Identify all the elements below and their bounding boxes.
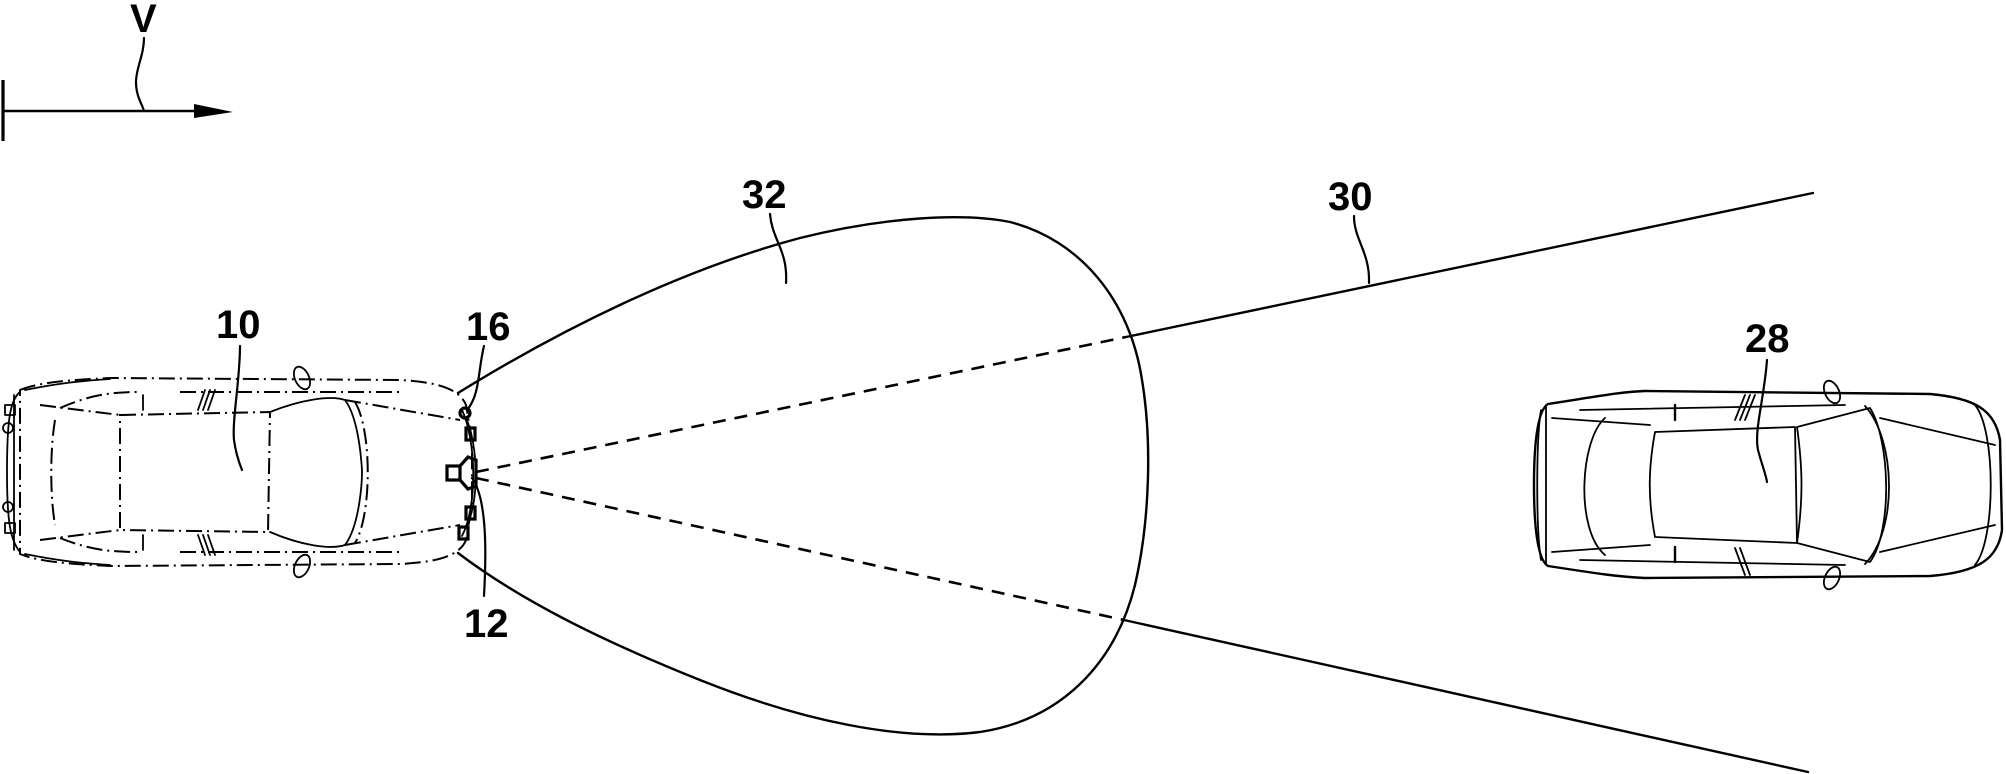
fov-upper-dashed [475,335,1127,474]
leader-fov [1352,214,1371,285]
fov-lower-dashed [475,476,1125,622]
target-vehicle [1532,379,2004,591]
front-sensor-lower-outer [457,525,470,541]
fov-upper-boundary [1124,191,1815,339]
leader-detection-lobe [768,212,788,285]
label-30: 30 [1328,175,1373,285]
ref-label-sensor-unit: 12 [464,602,509,646]
sensor-box-icon [445,464,462,482]
ref-label-ego-vehicle: 10 [216,303,261,347]
field-of-view-cone [475,191,1815,774]
ref-label-front-sensor: 16 [466,305,511,349]
label-16: 16 [465,305,511,412]
direction-indicator: V [1,0,233,141]
direction-leader-line [134,36,146,113]
front-sensor-lower-inner [464,505,477,521]
leader-ego-vehicle [232,344,244,472]
label-32: 32 [742,173,788,285]
direction-label: V [130,0,157,41]
ref-label-fov: 30 [1328,175,1373,219]
leader-front-sensor [465,344,486,412]
front-sensors [457,406,477,541]
ref-label-detection-lobe: 32 [742,173,787,217]
arrow-head-icon [194,104,233,118]
sensor-unit [445,455,478,491]
label-12: 12 [464,476,509,646]
ego-vehicle [2,365,477,579]
label-28: 28 [1745,317,1790,484]
label-10: 10 [216,303,261,472]
leader-sensor-unit [470,476,487,598]
sensor-housing-icon [458,455,478,491]
front-sensor-upper-outer [458,406,472,420]
ref-label-target-vehicle: 28 [1745,317,1790,361]
detection-lobe [456,216,1150,736]
front-sensor-upper-inner [464,426,477,442]
leader-target-vehicle [1756,358,1769,484]
fov-lower-boundary [1122,618,1810,774]
